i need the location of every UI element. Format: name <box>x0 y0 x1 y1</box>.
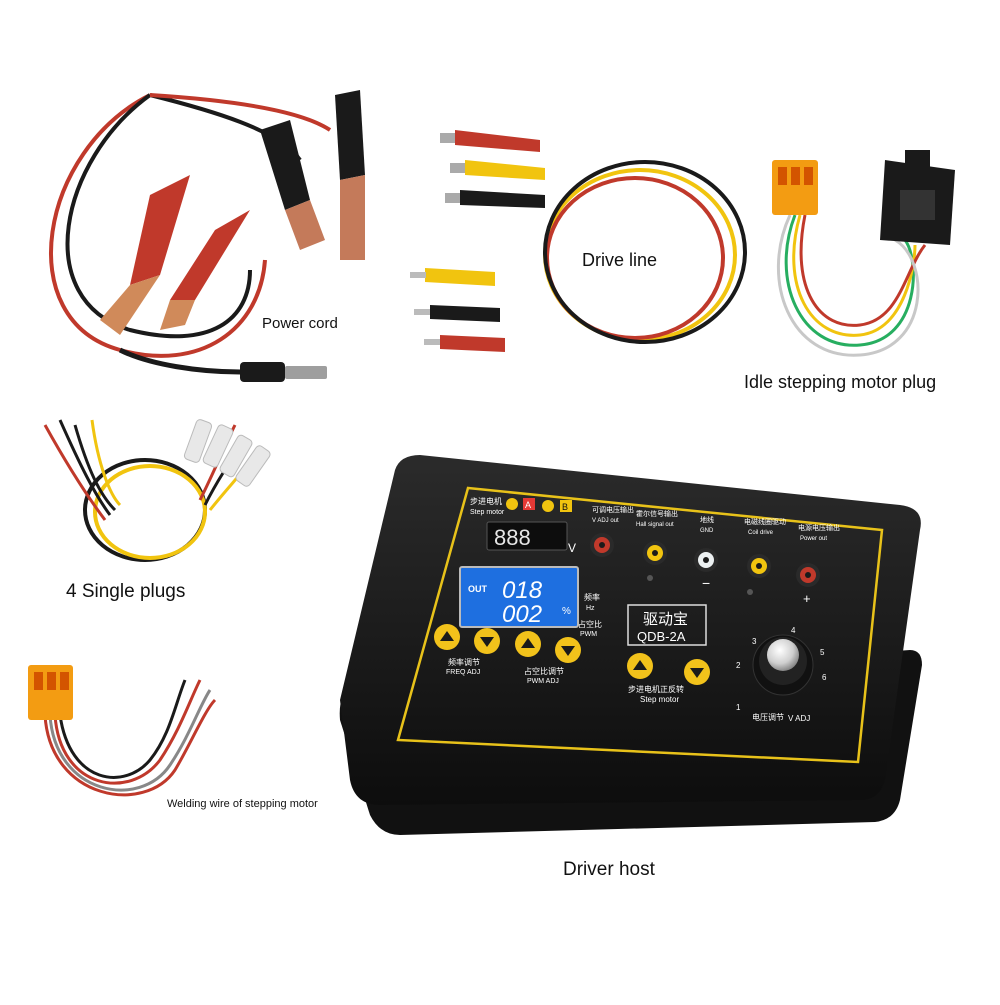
lcd-display <box>459 566 579 628</box>
btn-pwm-en: PWM ADJ <box>527 678 559 685</box>
idle-plug-label: Idle stepping motor plug <box>744 372 936 392</box>
led-coil <box>747 589 753 595</box>
power-cord <box>48 90 365 382</box>
knob-scale-3: 3 <box>752 637 757 646</box>
freq-down-button[interactable] <box>474 628 500 654</box>
terminal-3[interactable]: 地线 GND − <box>694 515 718 591</box>
btn-pwm-cn: 占空比调节 <box>524 666 564 676</box>
terminal-2-cn: 霍尔信号输出 <box>636 509 678 518</box>
knob-en: V ADJ <box>788 714 810 723</box>
knob-scale-2: 2 <box>736 661 741 670</box>
knob-scale-5: 5 <box>820 648 825 657</box>
power-cord-label: Power cord <box>262 315 338 332</box>
terminal-2-en: Hall signal out <box>636 522 674 528</box>
step-motor-cn: 步进电机 <box>470 496 502 506</box>
knob-scale-4: 4 <box>791 626 796 635</box>
brand-box <box>627 604 707 646</box>
lcd-percent: % <box>562 606 571 617</box>
knob-cn: 电压调节 <box>752 712 784 722</box>
driver-host: 步进电机 Step motor A B 888 V OUT 018 002 % … <box>339 455 922 835</box>
plus-sign: + <box>803 591 811 606</box>
idle-stepping-motor-plug <box>772 150 955 357</box>
step-motor-en: Step motor <box>470 509 505 516</box>
terminal-2[interactable]: 霍尔信号输出 Hall signal out <box>636 509 678 565</box>
terminal-5-en: Power out <box>800 536 827 542</box>
welding-wire-label: Welding wire of stepping motor <box>167 798 318 810</box>
pwm-up-button[interactable] <box>515 631 541 657</box>
drive-line-label: Drive line <box>582 250 657 270</box>
duty-cn: 占空比 <box>578 619 602 629</box>
duty-en: PWM <box>580 631 597 638</box>
four-single-plugs <box>43 419 271 562</box>
knob-scale-1: 1 <box>736 703 741 712</box>
terminal-1-cn: 可调电压输出 <box>592 505 634 514</box>
freq-cn: 频率 <box>584 592 600 602</box>
phase-b-label: B <box>562 502 568 512</box>
lcd-freq-value: 018 <box>502 577 543 604</box>
freq-up-button[interactable] <box>434 624 460 650</box>
voltmeter-unit: V <box>568 541 576 555</box>
btn-step-en: Step motor <box>640 695 679 704</box>
phase-b-indicator <box>560 500 572 512</box>
four-single-plugs-label: 4 Single plugs <box>66 581 185 602</box>
terminal-3-en: GND <box>700 528 714 534</box>
step-forward-button[interactable] <box>627 653 653 679</box>
welding-wire <box>28 665 217 797</box>
voltmeter-digits: 888 <box>494 525 531 550</box>
phase-a-label: A <box>525 500 531 510</box>
pwm-down-button[interactable] <box>555 637 581 663</box>
terminal-3-cn: 地线 <box>700 515 714 524</box>
terminal-5-cn: 电源电压输出 <box>798 523 840 532</box>
terminal-4[interactable]: 电磁线圈驱动 Coil drive <box>744 517 786 578</box>
drive-line <box>410 130 747 352</box>
terminal-5[interactable]: 电源电压输出 Power out + <box>796 523 840 606</box>
phase-a-indicator <box>523 498 535 510</box>
terminal-4-en: Coil drive <box>748 530 774 536</box>
step-reverse-button[interactable] <box>684 659 710 685</box>
panel-border <box>396 486 884 764</box>
freq-unit: Hz <box>586 605 595 612</box>
lcd-duty-value: 002 <box>502 601 542 628</box>
btn-freq-en: FREQ ADJ <box>446 669 480 676</box>
terminal-4-cn: 电磁线圈驱动 <box>744 517 786 526</box>
minus-sign: − <box>702 575 710 591</box>
voltmeter-display <box>486 521 568 551</box>
terminal-1-en: V ADJ out <box>592 518 619 524</box>
knob-scale-6: 6 <box>822 673 827 682</box>
brand-cn: 驱动宝 <box>643 611 688 628</box>
voltage-knob[interactable] <box>752 634 814 696</box>
btn-freq-cn: 频率调节 <box>448 657 480 667</box>
model-name: QDB-2A <box>637 629 686 644</box>
lcd-out-label: OUT <box>468 584 488 594</box>
led-hall <box>647 575 653 581</box>
terminal-1[interactable]: 可调电压输出 V ADJ out <box>590 505 634 557</box>
driver-host-label: Driver host <box>563 859 656 880</box>
btn-step-cn: 步进电机正反转 <box>628 684 684 694</box>
